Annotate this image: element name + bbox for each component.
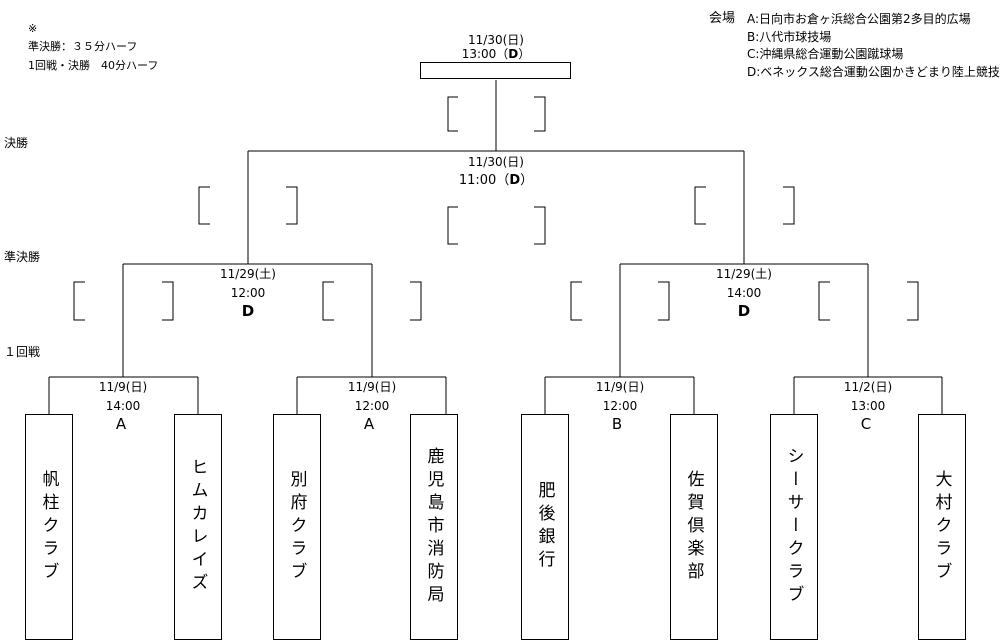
match-time: 13:00（D）: [462, 47, 531, 61]
match-date: 11/29(土): [220, 267, 276, 281]
match-date: 11/9(日): [98, 380, 148, 394]
score-bracket: [322, 281, 334, 321]
venue-legend-title: 会場: [709, 11, 736, 26]
team-name: 肥後銀行: [534, 481, 555, 573]
match-date: 11/2(日): [843, 380, 893, 394]
match-time-value: 11:00（: [458, 173, 510, 188]
team-box: ヒムカレイズ: [174, 414, 222, 640]
team-box: 別府クラブ: [273, 414, 321, 640]
score-bracket: [73, 281, 85, 321]
match-venue: B: [611, 415, 623, 433]
match-venue: D: [509, 173, 521, 188]
match-time: 12:00: [354, 399, 390, 413]
venue-item: A:日向市お倉ヶ浜総合公園第2多目的広場: [747, 12, 971, 26]
note-mark: ※: [28, 22, 38, 35]
round-label-first-round: １回戦: [4, 345, 41, 359]
team-name: 大村クラブ: [931, 469, 952, 585]
team-box: 大村クラブ: [918, 414, 966, 640]
r1-2-join: [296, 376, 447, 414]
round-label-final: 決勝: [4, 136, 29, 150]
score-bracket: [694, 186, 706, 225]
round-label-semifinal: 準決勝: [4, 250, 41, 264]
score-bracket: [162, 281, 174, 321]
r1-4-join: [793, 376, 943, 414]
match-venue: D: [241, 302, 255, 320]
match-time: 14:00: [726, 286, 762, 300]
match-date: 11/9(日): [595, 380, 645, 394]
score-bracket: [783, 186, 795, 225]
team-name: ヒムカレイズ: [187, 458, 208, 596]
score-bracket: [198, 186, 210, 225]
match-venue-close: ）: [520, 173, 534, 188]
match-date: 11/30(日): [468, 155, 524, 169]
match-time: 12:00: [602, 399, 638, 413]
match-time-value: 13:00（: [461, 47, 509, 61]
match-venue: A: [363, 415, 375, 433]
match-date: 11/30(日): [468, 33, 524, 47]
team-name: シーサークラブ: [783, 446, 804, 608]
team-box: 帆柱クラブ: [25, 414, 73, 640]
match-venue: D: [737, 302, 751, 320]
match-time: 13:00: [850, 399, 886, 413]
match-venue: A: [115, 415, 127, 433]
score-bracket: [534, 96, 546, 132]
match-time: 12:00: [230, 286, 266, 300]
r1-3-join: [544, 376, 695, 414]
score-bracket: [907, 281, 919, 321]
team-name: 佐賀倶楽部: [683, 469, 704, 585]
team-box: 佐賀倶楽部: [670, 414, 718, 640]
team-box: 肥後銀行: [521, 414, 569, 640]
match-time: 11:00（D）: [459, 172, 533, 189]
venue-item: D:ベネックス総合運動公園かきどまり陸上競技場: [747, 65, 1000, 79]
match-venue: D: [508, 47, 519, 61]
note-semifinal-format: 準決勝：３５分ハーフ: [28, 40, 138, 53]
team-box: シーサークラブ: [770, 414, 818, 640]
score-bracket: [447, 96, 458, 132]
team-box: 鹿児島市消防局: [410, 414, 458, 640]
match-date: 11/29(土): [716, 267, 772, 281]
match-time: 14:00: [105, 399, 141, 413]
match-venue: C: [860, 415, 872, 433]
score-bracket: [410, 281, 422, 321]
note-first-final-format: 1回戦・決勝 40分ハーフ: [28, 59, 159, 72]
score-bracket: [447, 206, 458, 245]
score-bracket: [534, 206, 546, 245]
team-name: 別府クラブ: [286, 469, 307, 585]
team-name: 帆柱クラブ: [38, 469, 59, 585]
r1-1-join: [48, 376, 199, 414]
champion-box: [420, 62, 571, 79]
team-name: 鹿児島市消防局: [423, 446, 444, 608]
score-bracket: [818, 281, 830, 321]
score-bracket: [570, 281, 582, 321]
match-date: 11/9(日): [347, 380, 397, 394]
venue-item: B:八代市球技場: [747, 30, 832, 44]
score-bracket: [286, 186, 298, 225]
venue-item: C:沖縄県総合運動公園蹴球場: [747, 47, 904, 61]
match-venue-close: ）: [518, 47, 531, 61]
score-bracket: [658, 281, 670, 321]
